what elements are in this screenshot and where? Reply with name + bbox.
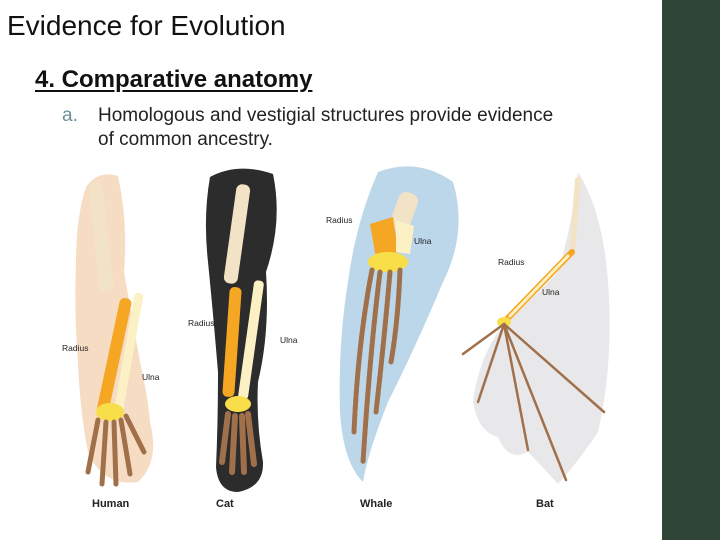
cat-carpals: [225, 396, 251, 412]
bat-panel-label: Bat: [536, 498, 554, 510]
human-radius: [96, 297, 132, 417]
cat-humerus: [223, 184, 251, 284]
bat-wing-membrane: [473, 172, 610, 484]
cat-leg-fur: [205, 168, 277, 492]
bat-ulna: [508, 254, 570, 318]
bat-digits: [461, 322, 606, 482]
whale-carpals: [368, 252, 408, 272]
bullet-item: a. Homologous and vestigial structures pr…: [62, 104, 662, 152]
human-humerus: [88, 182, 114, 292]
bullet-marker: a.: [62, 105, 78, 126]
cat-radius-label: Radius: [188, 318, 214, 328]
bat-humerus: [569, 177, 581, 255]
whale-panel-label: Whale: [360, 498, 392, 510]
cat-radius: [222, 287, 242, 397]
whale-ulna-label: Ulna: [414, 236, 432, 246]
whale-radius-label: Radius: [326, 215, 352, 225]
human-carpals: [96, 403, 124, 421]
side-accent-bar: [662, 0, 720, 540]
whale-digits: [351, 267, 403, 465]
bat-carpals: [497, 317, 511, 327]
slide-subheading: 4. Comparative anatomy: [35, 66, 313, 93]
slide-title: Evidence for Evolution: [7, 10, 286, 41]
cat-ulna: [238, 280, 264, 400]
human-arm-illustration: Radius Ulna Human: [62, 174, 160, 510]
bullet-text-line1: Homologous and vestigial structures prov…: [98, 105, 554, 126]
whale-ulna: [396, 220, 414, 254]
whale-radius: [370, 217, 398, 258]
human-digits: [85, 413, 147, 487]
cat-leg-illustration: Radius Ulna Cat: [188, 168, 298, 510]
bat-radius-label: Radius: [498, 257, 524, 267]
cat-digits: [219, 411, 257, 475]
cat-ulna-label: Ulna: [280, 335, 298, 345]
human-panel-label: Human: [92, 498, 130, 510]
bat-ulna-label: Ulna: [542, 287, 560, 297]
bullet-text-line2: of common ancestry.: [98, 129, 273, 150]
human-radius-label: Radius: [62, 343, 88, 353]
human-ulna: [113, 292, 144, 417]
forelimb-comparison-figure: Radius Ulna Human Radius Ulna Cat: [62, 166, 610, 510]
cat-panel-label: Cat: [216, 498, 234, 510]
bat-wing-illustration: Radius Ulna Bat: [461, 172, 610, 510]
human-ulna-label: Ulna: [142, 372, 160, 382]
whale-flipper-illustration: Radius Ulna Whale: [326, 166, 459, 510]
